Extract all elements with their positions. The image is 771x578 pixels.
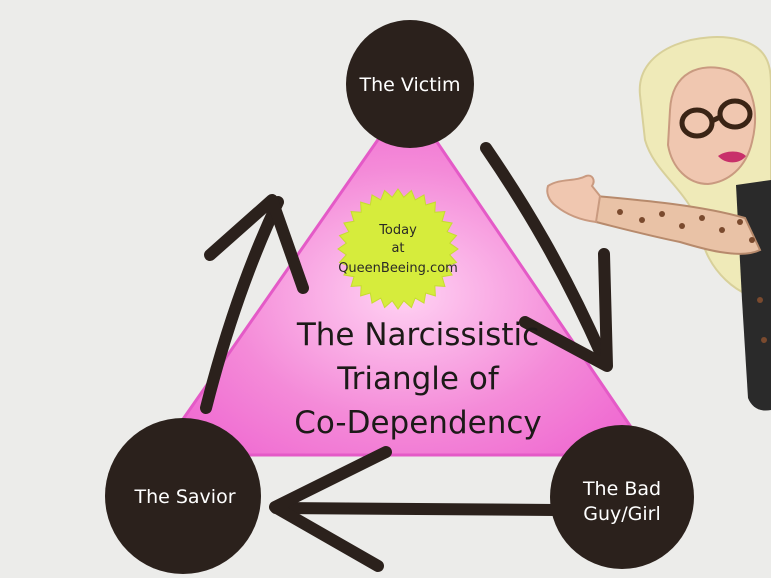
node-victim: The Victim (346, 20, 474, 148)
badge-line3: QueenBeeing.com (338, 261, 458, 276)
arrow-victim-to-badguy (480, 142, 613, 372)
presenter-lips (718, 151, 746, 163)
node-bad-guy-label-line2: Guy/Girl (583, 503, 661, 525)
node-bad-guy: The Bad Guy/Girl (550, 425, 694, 569)
node-victim-label: The Victim (359, 74, 461, 96)
leopard-spots (617, 209, 767, 343)
node-bad-guy-label-line1: The Bad (582, 478, 661, 500)
badge-line2: at (391, 241, 404, 256)
presenter-sleeve (593, 194, 762, 255)
title-line1: The Narcissistic (296, 317, 539, 353)
arrow-badguy-to-savior (269, 446, 561, 572)
node-savior: The Savior (105, 418, 261, 574)
diagram-title: The Narcissistic Triangle of Co-Dependen… (294, 317, 542, 441)
title-line2: Triangle of (336, 361, 500, 397)
glasses-icon (679, 98, 753, 139)
presenter-hand (546, 174, 602, 224)
node-savior-label: The Savior (133, 486, 235, 508)
arrow-savior-to-victim (200, 194, 309, 414)
badge-line1: Today (378, 223, 417, 238)
title-line3: Co-Dependency (294, 405, 542, 441)
badge-starburst: Today at QueenBeeing.com (337, 188, 459, 310)
presenter-illustration (546, 36, 771, 411)
